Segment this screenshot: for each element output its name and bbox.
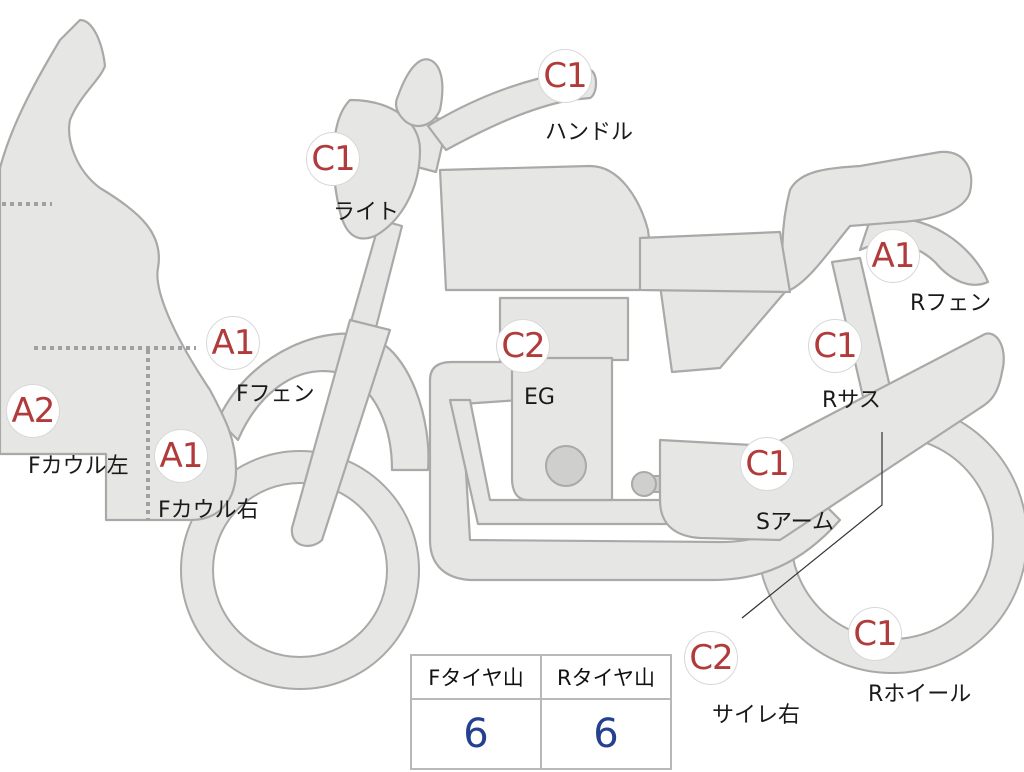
tire-value-rear: 6 (540, 698, 672, 770)
label-engine: EG (524, 385, 555, 410)
grade-marker-r-fender[interactable]: A1 (866, 229, 920, 283)
grade-marker-r-wheel[interactable]: C1 (848, 607, 902, 661)
tire-header-front: Fタイヤ山 (410, 654, 542, 700)
tail-frame-shape (638, 230, 792, 294)
grade-marker-muffler-right[interactable]: C2 (684, 631, 738, 685)
front-cowl-shape (0, 18, 238, 522)
grade-marker-engine[interactable]: C2 (496, 319, 550, 373)
fuel-tank-shape (438, 164, 651, 292)
grade-marker-r-suspension[interactable]: C1 (808, 319, 862, 373)
engine-body-shape (510, 356, 614, 502)
fork-main-shape (290, 318, 392, 547)
label-swing-arm: Sアーム (756, 510, 834, 535)
grade-marker-f-cowl-right[interactable]: A1 (154, 429, 208, 483)
label-light: ライト (333, 200, 400, 225)
label-f-cowl-left: Fカウル左 (28, 454, 129, 479)
grade-marker-swing-arm[interactable]: C1 (740, 437, 794, 491)
grade-marker-light[interactable]: C1 (306, 132, 360, 186)
label-handle: ハンドル (545, 120, 634, 145)
leader-line (741, 432, 883, 619)
tire-value-front: 6 (410, 698, 542, 770)
grade-marker-f-fender[interactable]: A1 (206, 316, 260, 370)
grade-marker-f-cowl-left[interactable]: A2 (6, 384, 60, 438)
mirror-shape (394, 58, 444, 128)
grade-marker-handle[interactable]: C1 (538, 49, 592, 103)
label-r-fender: Rフェン (910, 291, 992, 316)
tire-tread-table: Fタイヤ山 Rタイヤ山 6 6 (410, 654, 672, 770)
label-f-cowl-right: Fカウル右 (158, 498, 259, 523)
swing-arm-shape (658, 332, 1005, 542)
front-wheel-shape (180, 450, 420, 690)
engine-cover-shape (545, 445, 587, 487)
label-r-wheel: Rホイール (868, 682, 972, 707)
tire-header-rear: Rタイヤ山 (540, 654, 672, 700)
label-r-suspension: Rサス (822, 388, 881, 413)
label-f-fender: Fフェン (236, 382, 315, 407)
side-cover-shape (658, 283, 787, 374)
frame-shape (428, 360, 842, 582)
label-muffler-right: サイレ右 (712, 703, 801, 728)
